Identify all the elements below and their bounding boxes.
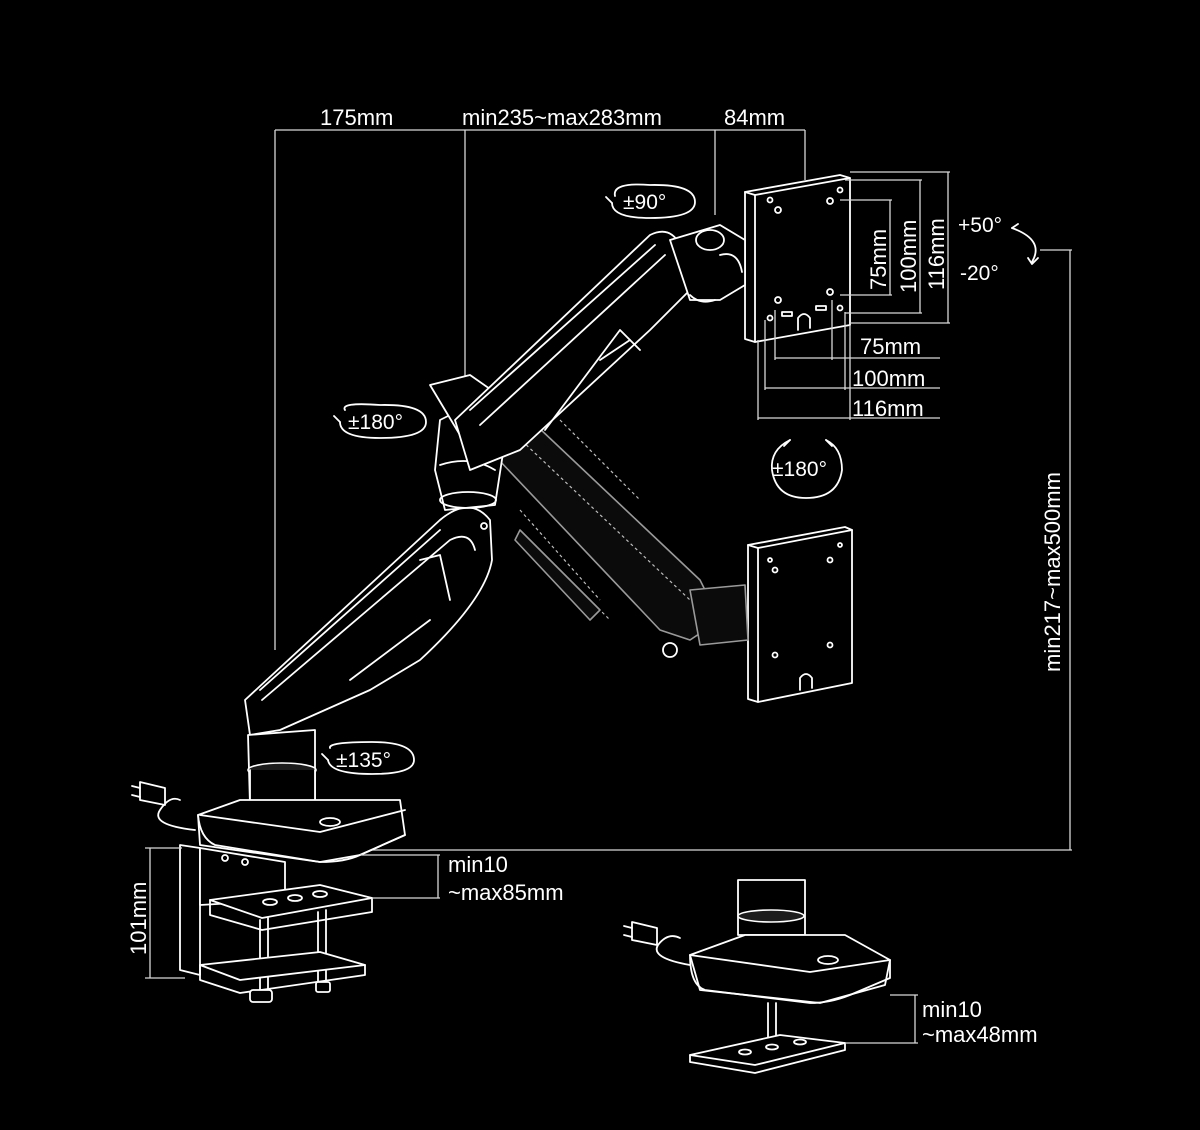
vesa-plate-lower — [662, 526, 853, 703]
power-cable-left — [131, 781, 196, 831]
c-clamp — [179, 844, 373, 1003]
vesa-plate-upper — [744, 174, 851, 343]
dim-vesa-h-116: 116mm — [852, 396, 924, 421]
dim-clamp-height: 101mm — [126, 882, 151, 955]
elbow-badge — [333, 403, 427, 439]
tilt-arrow-icon — [1011, 223, 1039, 265]
angle-tilt-down: -20° — [960, 262, 999, 285]
dim-clamp-range-line2: ~max85mm — [448, 880, 564, 905]
angle-tilt-up: +50° — [958, 214, 1002, 237]
dim-grommet-range-line2: ~max48mm — [922, 1022, 1038, 1047]
base-badge — [321, 741, 415, 775]
dim-grommet-range-line1: min10 — [922, 997, 982, 1022]
dim-vesa-v-116: 116mm — [924, 218, 949, 290]
dim-clamp-range-line1: min10 — [448, 852, 508, 877]
rotation-badge — [770, 439, 843, 499]
grommet-base — [689, 879, 891, 1074]
dim-top-mid: min235~max283mm — [462, 105, 662, 130]
dim-vesa-h-75: 75mm — [860, 334, 921, 359]
vesa-vertical-dims — [840, 171, 950, 324]
clamp-base — [197, 799, 406, 863]
height-dimension-lines — [330, 249, 1072, 851]
vesa-horizontal-dims — [757, 300, 940, 420]
dim-vesa-v-100: 100mm — [896, 220, 921, 293]
clamp-dims — [145, 847, 440, 979]
angle-elbow: ±180° — [348, 411, 403, 434]
top-dimension-lines — [274, 129, 806, 650]
upper-arm — [454, 230, 691, 471]
power-cable-right — [623, 921, 691, 966]
dim-top-left: 175mm — [320, 105, 393, 130]
lower-arm — [244, 506, 493, 736]
dim-top-right: 84mm — [724, 105, 785, 130]
head-tilt-joint — [669, 224, 746, 303]
angle-base: ±135° — [336, 749, 391, 772]
grommet-dims — [845, 994, 918, 1044]
angle-rotation: ±180° — [772, 458, 827, 481]
dim-vesa-h-100: 100mm — [852, 366, 925, 391]
swivel-head-badge — [605, 183, 696, 219]
angle-swivel-head: ±90° — [623, 191, 666, 214]
pole — [247, 729, 317, 812]
dim-vesa-v-75: 75mm — [866, 229, 891, 290]
dim-height-range: min217~max500mm — [1040, 472, 1065, 672]
